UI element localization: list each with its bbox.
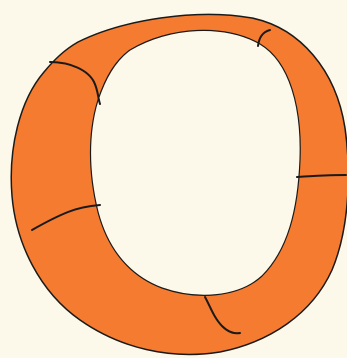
ring-inner-hole [91,30,301,295]
